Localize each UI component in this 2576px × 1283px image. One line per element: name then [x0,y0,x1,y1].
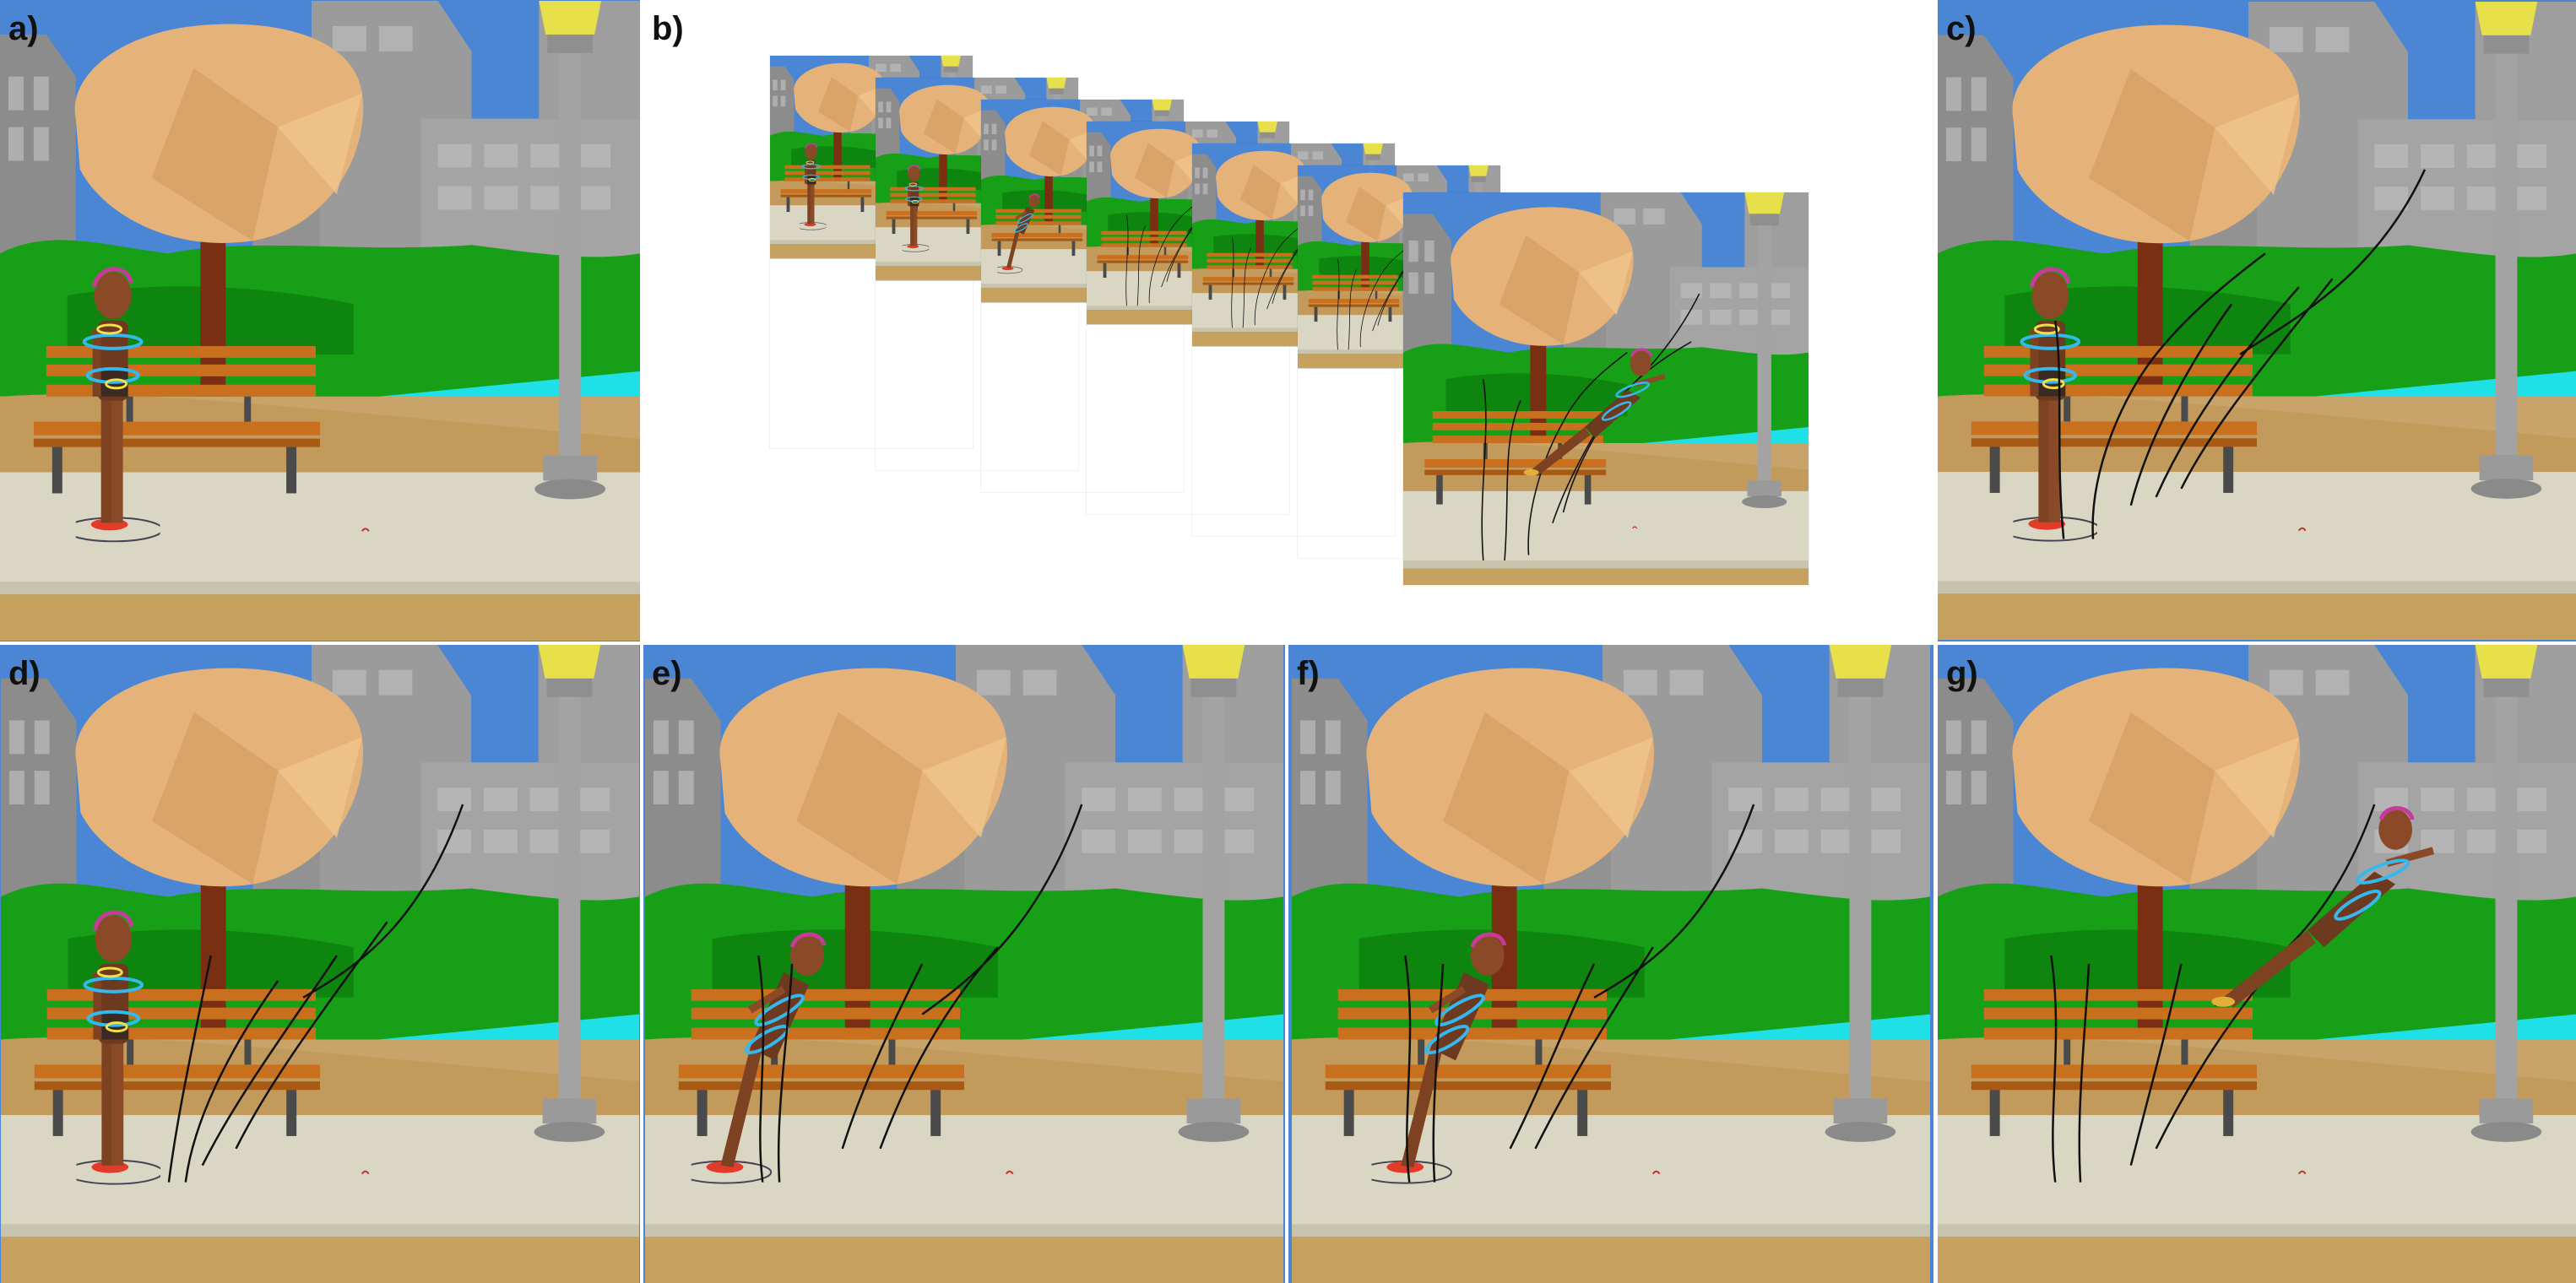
panel-b: b) [643,0,1935,642]
panel-a: a) [0,0,640,642]
panel-label: f) [1297,655,1320,692]
panel-label: a) [8,10,39,47]
panel-f: f) [1288,645,1933,1283]
panel-label: b) [652,10,684,47]
sketch-strokes [2054,169,2427,539]
scene-canvas [1938,0,2576,642]
panel-label: g) [1946,655,1978,692]
scene-canvas [0,0,640,642]
panel-label: c) [1946,10,1977,47]
panel-label: e) [652,655,682,692]
sketch-strokes [167,804,464,1183]
panel-d: d) [0,645,640,1283]
panel-e: e) [643,645,1285,1283]
panel-g: g) [1938,645,2576,1283]
sketch-strokes [1404,804,1755,1183]
sketch-strokes [757,804,1083,1183]
scene-canvas [1938,645,2576,1283]
scene-canvas [0,645,640,1283]
panel-label: d) [8,655,41,692]
scene-canvas [1288,645,1933,1283]
panel-c: c) [1938,0,2576,642]
scene-canvas [643,645,1285,1283]
sequence-frame-7 [1403,192,1809,585]
